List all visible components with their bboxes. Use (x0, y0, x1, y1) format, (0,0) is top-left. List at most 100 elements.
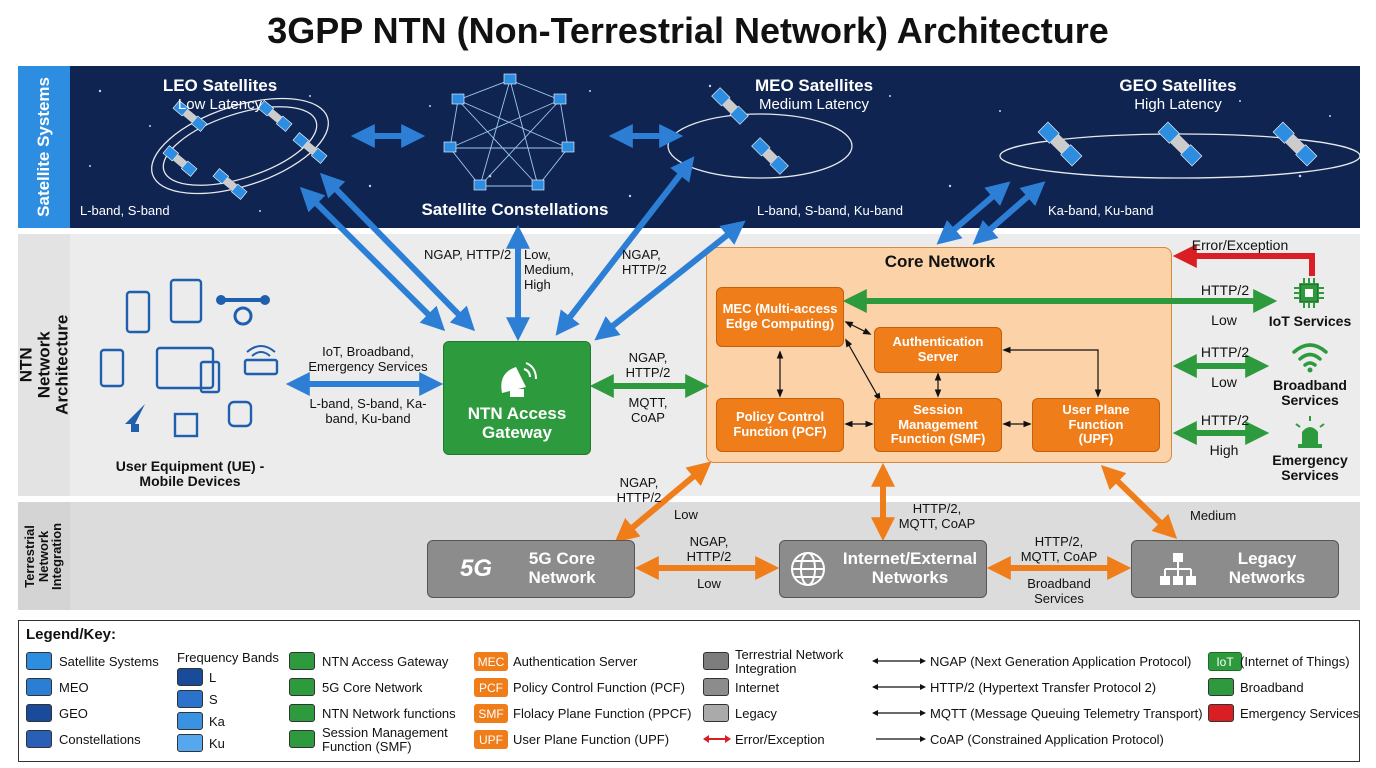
iot-services-label: IoT Services (1268, 313, 1352, 329)
legacy-networks-label: Legacy Networks (1228, 549, 1306, 587)
internet-legacy-protocol-label: HTTP/2, MQTT, CoAP (1020, 534, 1098, 564)
legend-emergency-services: Emergency Services (1240, 706, 1360, 721)
legend-swatch-freq-ka (177, 712, 203, 730)
legend-freq-s: S (209, 692, 218, 707)
5g-icon: 5G (459, 554, 492, 582)
ue-services-label: IoT, Broadband, Emergency Services (308, 344, 428, 374)
legend-internet: Internet (735, 680, 780, 695)
legend-terrestrial-network-integration: Terrestrial Network Integration (735, 647, 844, 676)
smf-box[interactable]: Session Management Function (SMF) (874, 398, 1002, 452)
mec-label: MEC (Multi-access Edge Computing) (722, 301, 838, 331)
legend-mqtt: MQTT (Message Queuing Telemetry Transpor… (930, 706, 1203, 721)
legend-session-management: Session Management Function (SMF) (322, 725, 448, 754)
tablet-large-icon (155, 346, 215, 390)
legend (18, 620, 1360, 762)
legend-title: Legend/Key: (26, 626, 117, 643)
authentication-server-label: Authentication Server (892, 334, 984, 364)
chip-icon (1294, 278, 1324, 308)
legend-5g-core-network: 5G Core Network (322, 680, 423, 695)
legend-policy-control-function: Policy Control Function (PCF) (513, 680, 685, 695)
siren-icon (1295, 416, 1325, 448)
ntn-access-gateway[interactable]: NTN Access Gateway (443, 341, 591, 455)
5g-core-network-label: 5G Core Network (528, 549, 596, 587)
smf-label: Session Management Function (SMF) (890, 402, 986, 447)
user-equipment-label: User Equipment (UE) - Mobile Devices (115, 458, 265, 490)
legend-authentication-server: Authentication Server (513, 654, 638, 669)
satellite-dish-icon (501, 362, 537, 398)
broadband-services-label: Broadband Services (1273, 377, 1347, 409)
geo-satellites-label: GEO Satellites High Latency (1119, 76, 1237, 113)
drone-icon (216, 295, 270, 326)
phone-icon (125, 290, 151, 334)
emergency-latency-label: High (1209, 442, 1239, 458)
legend-swatch-5g-core (289, 678, 315, 696)
upf-label: User Plane Function (UPF) (1062, 402, 1130, 447)
legend-swatch-legacy (703, 704, 729, 722)
broadband-protocol-label: HTTP/2 (1200, 344, 1250, 360)
legend-constellations: Constellations (59, 732, 141, 747)
legend-swatch-ntn-functions (289, 704, 315, 722)
emergency-services-label: Emergency Services (1272, 452, 1348, 484)
legend-swatch-freq-ku (177, 734, 203, 752)
network-hierarchy-icon (1160, 553, 1196, 585)
core-to-5g-latency-label: Low (674, 507, 698, 522)
legend-geo: GEO (59, 706, 88, 721)
legend-legacy: Legacy (735, 706, 777, 721)
geo-frequency-label: Ka-band, Ku-band (1048, 203, 1154, 218)
legend-tag-iot: IoT (1208, 652, 1242, 671)
legend-swatch-satellite (26, 652, 52, 670)
gateway-core-protocol-bottom: MQTT, CoAP (628, 395, 668, 425)
iot-latency-label: Low (1211, 312, 1237, 328)
terrestrial-integration-label: Terrestrial Network Integration (18, 502, 70, 610)
legend-swatch-freq-s (177, 690, 203, 708)
mobile-icon (99, 348, 125, 388)
5g-internet-latency-label: Low (697, 576, 721, 591)
legend-ngap: NGAP (Next Generation Application Protoc… (930, 654, 1192, 669)
legend-freq-ku: Ku (209, 736, 225, 751)
legend-freq-ka: Ka (209, 714, 225, 729)
page-title: 3GPP NTN (Non-Terrestrial Network) Archi… (267, 10, 1109, 51)
authentication-server-box[interactable]: Authentication Server (874, 327, 1002, 373)
satellite-systems-label: Satellite Systems (18, 66, 70, 228)
legend-swatch-smf (289, 730, 315, 748)
smartwatch-icon (227, 400, 253, 428)
user-equipment-icons (99, 278, 279, 438)
gateway-right-link-label: NGAP, HTTP/2 (622, 247, 667, 277)
legend-swatch-freq-l (177, 668, 203, 686)
error-exception-label: Error/Exception (1191, 237, 1289, 253)
constellation-icon (449, 79, 569, 187)
leo-satellite-icons (162, 100, 328, 200)
legend-swatch-terrestrial (703, 652, 729, 670)
gateway-core-protocol-top: NGAP, HTTP/2 (625, 350, 671, 380)
legacy-networks-box[interactable]: Legacy Networks (1131, 540, 1339, 598)
phone-small-icon (199, 360, 221, 394)
legend-tag-pcf: PCF (474, 678, 508, 697)
5g-core-network-box[interactable]: 5G 5G Core Network (427, 540, 635, 598)
legend-swatch-geo (26, 704, 52, 722)
legend-tag-upf: UPF (474, 730, 508, 749)
meo-frequency-label: L-band, S-band, Ku-band (757, 203, 903, 218)
legend-internet-of-things: (Internet of Things) (1240, 654, 1350, 669)
legend-swatch-constellations (26, 730, 52, 748)
mec-box[interactable]: MEC (Multi-access Edge Computing) (716, 287, 844, 347)
satellite-artwork (89, 73, 1360, 212)
internet-external-networks-box[interactable]: Internet/External Networks (779, 540, 987, 598)
leo-satellites-label: LEO Satellites Low Latency (162, 76, 278, 113)
internet-legacy-services-label: Broadband Services (1027, 576, 1091, 606)
legend-meo: MEO (59, 680, 89, 695)
legend-coap: CoAP (Constrained Application Protocol) (930, 732, 1164, 747)
leo-frequency-label: L-band, S-band (80, 203, 170, 218)
upf-box[interactable]: User Plane Function (UPF) (1032, 398, 1160, 452)
meo-satellites-label: MEO Satellites Medium Latency (754, 76, 874, 113)
gateway-left-link-label: NGAP, HTTP/2 (424, 247, 512, 262)
pcf-box[interactable]: Policy Control Function (PCF) (716, 398, 844, 452)
iot-protocol-label: HTTP/2 (1200, 282, 1250, 298)
legend-tag-smf: SMF (474, 704, 508, 723)
legend-swatch-emergency (1208, 704, 1234, 722)
legend-user-plane-function: User Plane Function (UPF) (513, 732, 670, 747)
legend-swatch-meo (26, 678, 52, 696)
legend-protocol-arrows (872, 658, 926, 742)
router-icon (243, 358, 279, 376)
meo-satellite-icons (711, 87, 789, 175)
legend-error-arrow-icon (703, 735, 731, 743)
